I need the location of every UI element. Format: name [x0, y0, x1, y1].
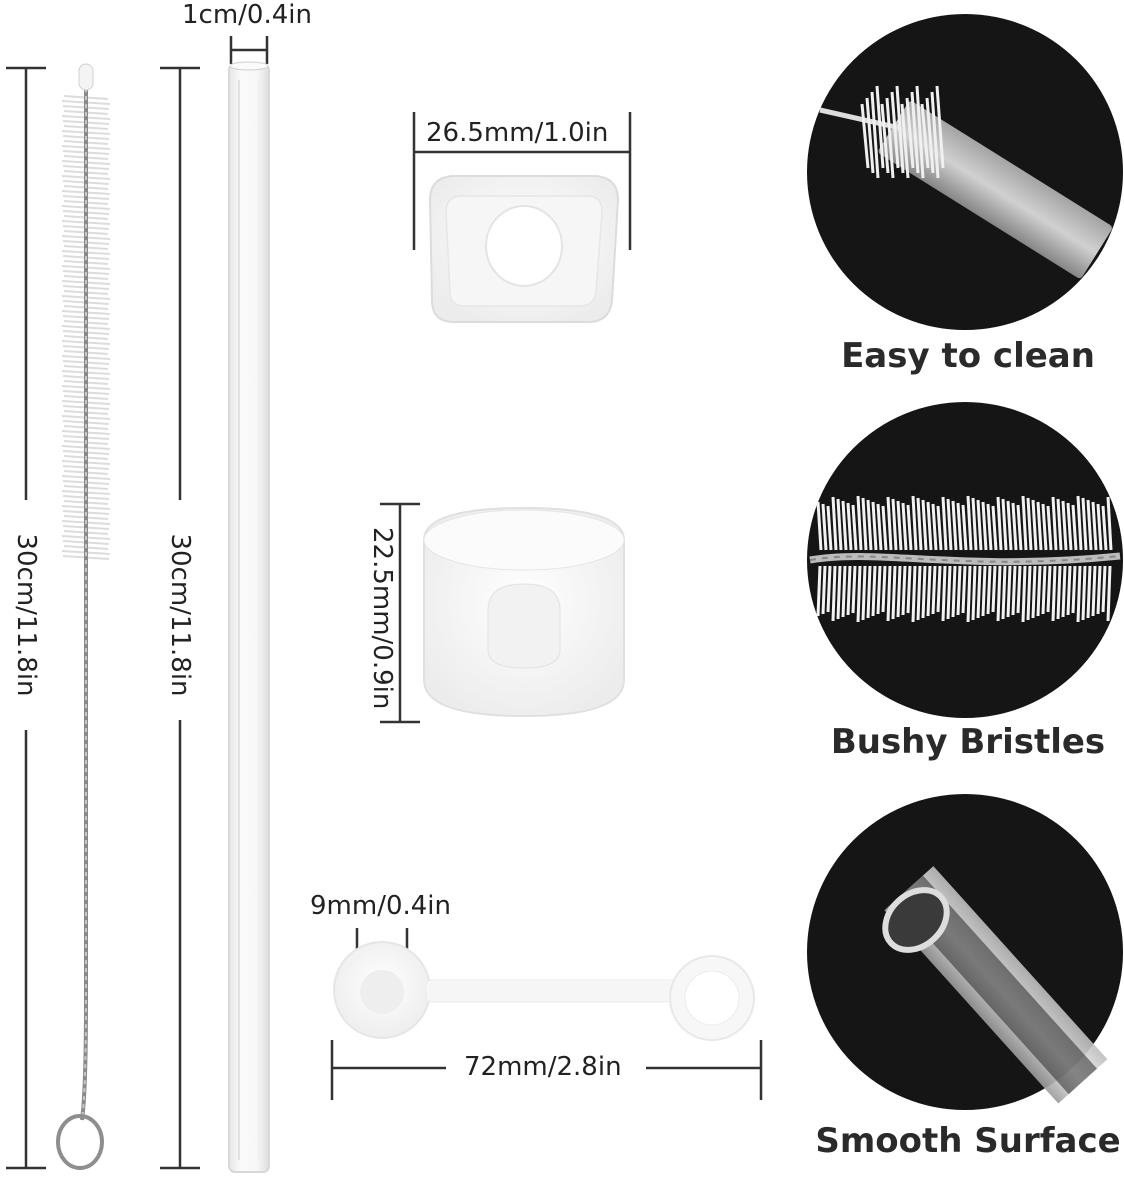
straw-width-label: 1cm/0.4in	[182, 0, 312, 30]
brush-length-dimension	[6, 66, 46, 1170]
feature-circle-bushy-bristles	[807, 402, 1123, 718]
straw-width-dimension	[229, 36, 269, 64]
caption-easy-to-clean: Easy to clean	[841, 336, 1095, 376]
feature-circle-easy-to-clean	[807, 14, 1123, 330]
straw-length-dimension	[160, 66, 200, 1170]
brush-length-label: 30cm/11.8in	[11, 529, 41, 701]
stopper-length-label: 72mm/2.8in	[458, 1052, 628, 1082]
top-cover-dimension	[412, 112, 632, 250]
straw-length-label: 30cm/11.8in	[165, 529, 195, 701]
caption-smooth-surface: Smooth Surface	[815, 1121, 1121, 1161]
stopper-length-dimension	[330, 1040, 763, 1100]
plug-height-dimension	[380, 502, 420, 724]
feature-circle-smooth-surface	[807, 794, 1123, 1110]
caption-bushy-bristles: Bushy Bristles	[830, 722, 1106, 762]
silicone-stopper	[333, 941, 755, 1041]
silicone-top-cover	[428, 175, 620, 323]
glass-straw	[228, 61, 270, 1173]
top-cover-width-label: 26.5mm/1.0in	[426, 118, 609, 148]
stopper-hole-label: 9mm/0.4in	[310, 891, 452, 921]
plug-height-label: 22.5mm/0.9in	[367, 527, 397, 710]
silicone-plug	[423, 506, 625, 718]
cleaning-brush	[56, 63, 111, 1170]
